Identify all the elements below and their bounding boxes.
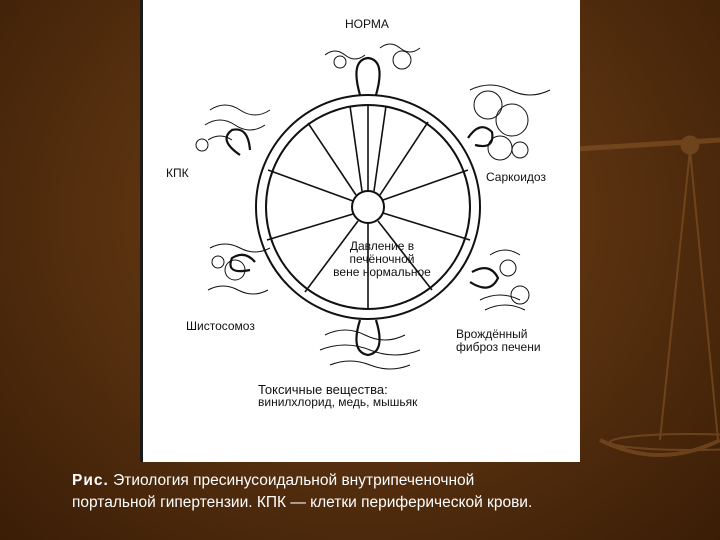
sinusoid-spokes xyxy=(266,105,471,309)
label-center: Давление в печёночной вене нормальное xyxy=(318,240,446,279)
liver-diagram xyxy=(195,43,551,370)
central-vein xyxy=(351,190,385,224)
label-kpk: КПК xyxy=(166,166,189,180)
kpk-infiltrate xyxy=(195,104,271,152)
label-center-line2: печёночной xyxy=(349,252,415,266)
label-schistosomiasis: Шистосомоз xyxy=(186,319,255,333)
label-center-line3: вене нормальное xyxy=(333,265,431,279)
caption-line1-text: Этиология пресинусоидальной внутрипечено… xyxy=(108,472,475,489)
label-fibrosis: Врождённый фиброз печени xyxy=(456,328,541,354)
toxic-fibrosis xyxy=(319,329,421,370)
figure-panel xyxy=(140,0,580,462)
label-fibrosis-line1: Врождённый xyxy=(456,327,528,341)
caption-line2: портальной гипертензии. КПК — клетки пер… xyxy=(72,494,533,511)
label-norm: НОРМА xyxy=(345,17,389,31)
label-toxic-line1: Токсичные вещества: xyxy=(258,382,388,397)
scales-decoration xyxy=(559,135,720,457)
portal-tracts xyxy=(225,56,500,357)
lobule-outer-ring xyxy=(255,94,481,320)
caption-line1: Рис. Этиология пресинусоидальной внутрип… xyxy=(72,470,712,492)
label-fibrosis-line2: фиброз печени xyxy=(456,340,541,354)
caption-lead: Рис. xyxy=(72,472,109,489)
label-sarcoidosis: Саркоидоз xyxy=(486,170,546,184)
schisto-eggs xyxy=(207,243,271,295)
label-toxic: Токсичные вещества: винилхлорид, медь, м… xyxy=(258,383,417,409)
label-toxic-line2: винилхлорид, медь, мышьяк xyxy=(258,395,418,409)
norm-portal-cells xyxy=(324,43,421,70)
label-center-line1: Давление в xyxy=(349,239,415,253)
fibrosis-bands xyxy=(479,249,530,311)
figure-caption: Рис. Этиология пресинусоидальной внутрип… xyxy=(72,470,712,514)
sarcoid-granuloma xyxy=(469,84,551,161)
